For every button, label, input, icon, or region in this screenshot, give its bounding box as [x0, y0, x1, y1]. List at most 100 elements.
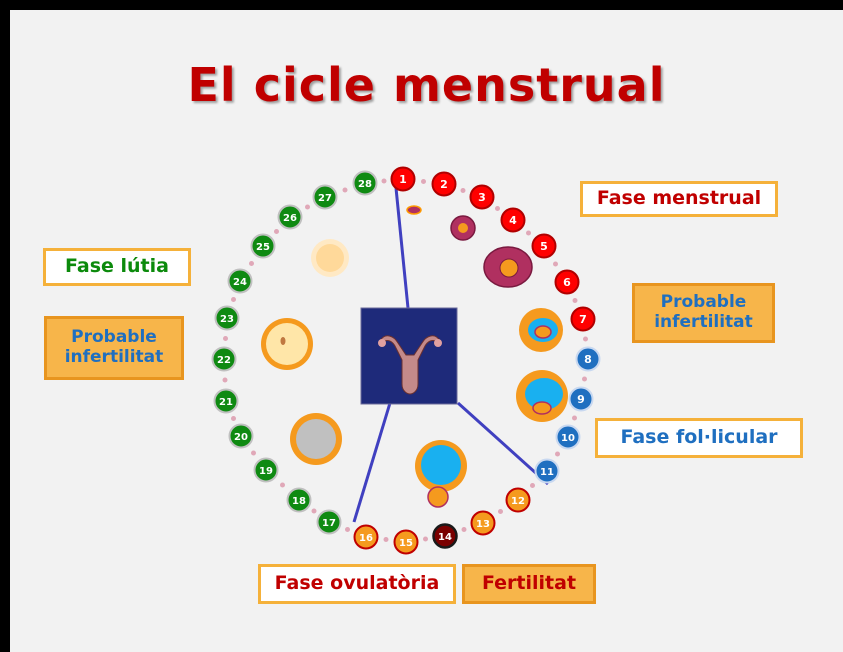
ring-dot — [555, 452, 560, 457]
day-number: 1 — [399, 173, 407, 186]
day-16: 16 — [355, 526, 378, 549]
ring-dot — [462, 527, 467, 532]
day-3: 3 — [471, 186, 494, 209]
ring-dot — [573, 298, 578, 303]
connector-line-day17 — [354, 403, 390, 522]
ring-dot — [530, 483, 535, 488]
day-22: 22 — [213, 348, 236, 371]
label-probable-infertility-right: Probable infertilitat — [632, 283, 775, 343]
day-number: 9 — [577, 393, 585, 406]
day-number: 2 — [440, 178, 448, 191]
label-fertility: Fertilitat — [462, 564, 596, 604]
ring-dot — [583, 337, 588, 342]
day-4: 4 — [502, 209, 525, 232]
day-20: 20 — [230, 425, 253, 448]
day-number: 4 — [509, 214, 517, 227]
ring-dot — [572, 416, 577, 421]
ring-dot — [495, 206, 500, 211]
day-24: 24 — [229, 270, 252, 293]
label-probable-infertility-left: Probable infertilitat — [44, 316, 184, 380]
day-11: 11 — [536, 460, 559, 483]
ring-dot — [526, 231, 531, 236]
day-15: 15 — [395, 531, 418, 554]
ring-dot — [251, 451, 256, 456]
follicle-day7-oocyte — [535, 326, 551, 338]
ring-dot — [345, 527, 350, 532]
day-number: 19 — [259, 466, 273, 477]
follicle-mature-cavity — [421, 445, 461, 485]
day-number: 6 — [563, 276, 571, 289]
ring-dot — [498, 509, 503, 514]
slide: El cicle menstrual — [10, 10, 843, 652]
follicle-day3-core — [458, 223, 468, 233]
day-26: 26 — [279, 206, 302, 229]
ring-dot — [305, 205, 310, 210]
label-menstrual-phase: Fase menstrual — [580, 181, 778, 217]
day-14: 14 — [434, 525, 457, 548]
day-number: 24 — [233, 277, 247, 288]
left-ovary-icon — [378, 339, 386, 347]
corpus-luteum-early-core — [296, 419, 336, 459]
day-9: 9 — [570, 388, 593, 411]
follicle-day9-oocyte — [533, 402, 551, 414]
day-7: 7 — [572, 308, 595, 331]
day-number: 12 — [511, 496, 525, 507]
day-2: 2 — [433, 173, 456, 196]
ring-dot — [274, 229, 279, 234]
follicle-day1 — [407, 206, 421, 214]
day-number: 11 — [540, 467, 554, 478]
right-ovary-icon — [434, 339, 442, 347]
day-number: 17 — [322, 518, 336, 529]
ring-dot — [343, 188, 348, 193]
day-number: 3 — [478, 191, 486, 204]
day-number: 21 — [219, 397, 233, 408]
follicle-day5-core — [500, 259, 518, 277]
day-number: 7 — [579, 313, 587, 326]
day-1: 1 — [392, 168, 415, 191]
ring-dot — [384, 537, 389, 542]
label-follicular-phase: Fase fol·licular — [595, 418, 803, 458]
label-luteal-phase: Fase lútia — [43, 248, 191, 286]
day-19: 19 — [255, 459, 278, 482]
uterus-illustration — [361, 308, 457, 404]
ring-dot — [231, 416, 236, 421]
day-17: 17 — [318, 511, 341, 534]
ring-dot — [423, 537, 428, 542]
day-number: 23 — [220, 314, 234, 325]
day-8: 8 — [577, 348, 600, 371]
day-number: 18 — [292, 496, 306, 507]
ring-dot — [553, 262, 558, 267]
ring-dot — [461, 188, 466, 193]
day-12: 12 — [507, 489, 530, 512]
ring-dot — [223, 378, 228, 383]
ring-dot — [231, 297, 236, 302]
connector-line-day1 — [396, 188, 408, 308]
ring-dot — [249, 261, 254, 266]
corpus-albicans-core — [316, 244, 344, 272]
day-number: 10 — [561, 433, 575, 444]
ring-dot — [421, 179, 426, 184]
day-number: 26 — [283, 213, 297, 224]
day-13: 13 — [472, 512, 495, 535]
day-number: 28 — [358, 179, 372, 190]
day-number: 14 — [438, 532, 452, 543]
day-number: 13 — [476, 519, 490, 530]
day-6: 6 — [556, 271, 579, 294]
ring-dot — [382, 179, 387, 184]
day-10: 10 — [557, 426, 580, 449]
day-number: 20 — [234, 432, 248, 443]
day-number: 5 — [540, 240, 548, 253]
day-number: 25 — [256, 242, 270, 253]
day-number: 22 — [217, 355, 231, 366]
day-number: 8 — [584, 353, 592, 366]
corpus-luteum-spot — [281, 337, 286, 345]
day-25: 25 — [252, 235, 275, 258]
day-number: 16 — [359, 533, 373, 544]
ring-dot — [582, 377, 587, 382]
ring-dot — [223, 336, 228, 341]
day-5: 5 — [533, 235, 556, 258]
ring-dot — [280, 483, 285, 488]
day-number: 15 — [399, 538, 413, 549]
day-27: 27 — [314, 186, 337, 209]
day-number: 27 — [318, 193, 332, 204]
